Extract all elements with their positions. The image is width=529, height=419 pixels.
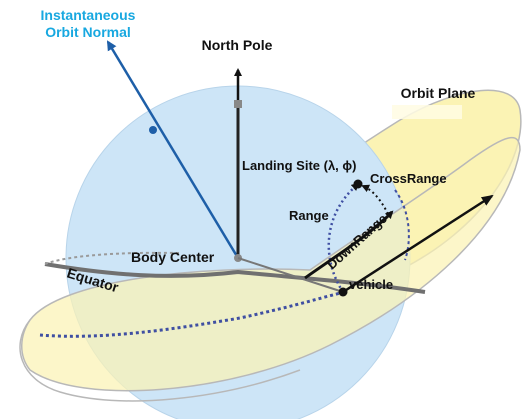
center-to-vehicle-line — [237, 257, 344, 293]
landing-site-dot — [353, 179, 363, 189]
orbit-normal-label-line2: Orbit Normal — [45, 24, 131, 40]
orbit-plane-edge — [19, 319, 301, 402]
orbit-plane-front — [21, 136, 521, 392]
orbit-path-dotted — [39, 290, 346, 338]
body-center-label: Body Center — [131, 249, 215, 265]
down-range-arrow — [304, 210, 394, 280]
orbit-normal-label-line1: Instantaneous — [41, 7, 136, 23]
orbit-path-upper-dotted — [394, 189, 410, 261]
orbit-plane-highlight — [392, 105, 462, 119]
orbit-normal-dot — [149, 126, 157, 134]
cross-range-arc — [361, 184, 389, 215]
north-pole-label: North Pole — [202, 37, 273, 53]
landing-site-label: Landing Site (λ, ϕ) — [242, 158, 356, 173]
range-label: Range — [289, 208, 329, 223]
equator-back — [44, 251, 181, 265]
orbit-normal-arrow — [106, 40, 240, 259]
orbit-plane-label: Orbit Plane — [401, 85, 476, 101]
velocity-arrow — [342, 194, 494, 294]
equator-line — [44, 262, 426, 294]
vehicle-label: vehicle — [349, 277, 393, 292]
cross-range-label: CrossRange — [370, 171, 447, 186]
north-pole-marker — [234, 100, 242, 108]
vehicle-dot — [338, 287, 348, 297]
